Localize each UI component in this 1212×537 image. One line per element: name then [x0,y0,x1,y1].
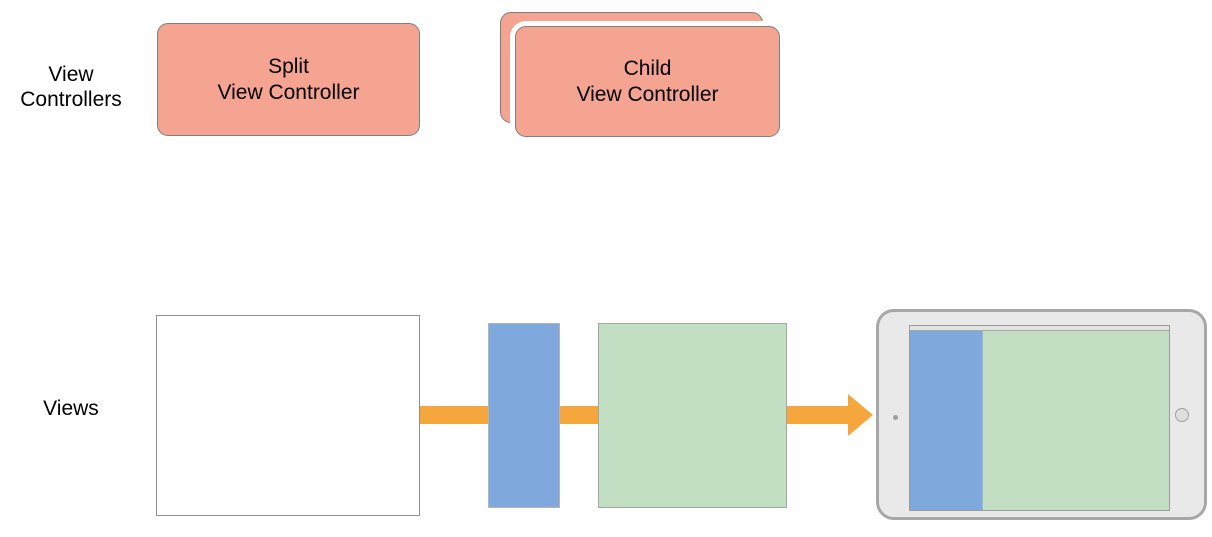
split-view-controller-label-line1: Split [268,54,309,78]
ipad-device-frame [876,309,1207,520]
split-view-container-view [156,315,420,516]
views-label: Views [43,397,99,420]
ipad-screen [909,325,1170,511]
child-view-controller-label-line2: View Controller [576,82,719,106]
camera-dot-icon [893,415,898,420]
child-view-controller-stack: Child View Controller [500,12,782,140]
home-button-icon [1175,408,1189,422]
ipad-screen-top-strip [910,326,1169,331]
flow-arrow-2-head [848,394,873,436]
flow-arrow-2-shaft [787,406,849,424]
ipad-content-view [983,331,1169,510]
child-view-controller-box: Child View Controller [515,26,780,137]
secondary-content-view [598,323,787,508]
split-view-controller-label-line2: View Controller [217,80,360,104]
ipad-sidebar-view [910,331,983,510]
ipad-screen-content [910,331,1169,510]
child-view-controller-label-line1: Child [623,56,672,80]
view-controllers-label: View Controllers [20,63,122,111]
split-view-controller-box: Split View Controller [157,23,420,136]
primary-sidebar-view [488,323,560,508]
